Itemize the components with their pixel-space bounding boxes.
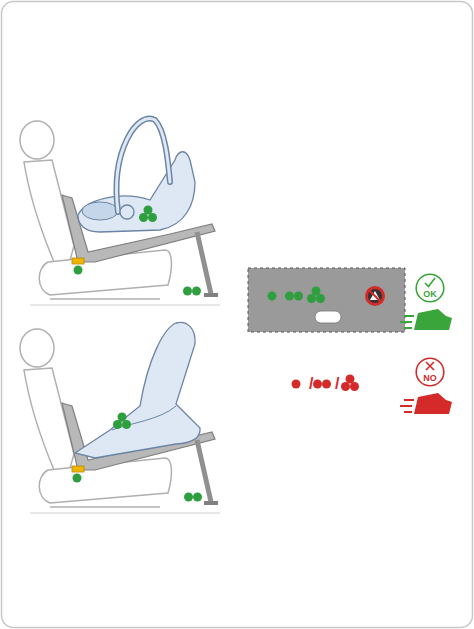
status-circle: OK bbox=[415, 273, 445, 303]
separator-slash: / bbox=[335, 375, 339, 393]
status-text: NO bbox=[415, 373, 445, 383]
separator-slash: / bbox=[309, 375, 313, 393]
status-circle: NO bbox=[415, 357, 445, 387]
status-text: OK bbox=[415, 289, 445, 299]
